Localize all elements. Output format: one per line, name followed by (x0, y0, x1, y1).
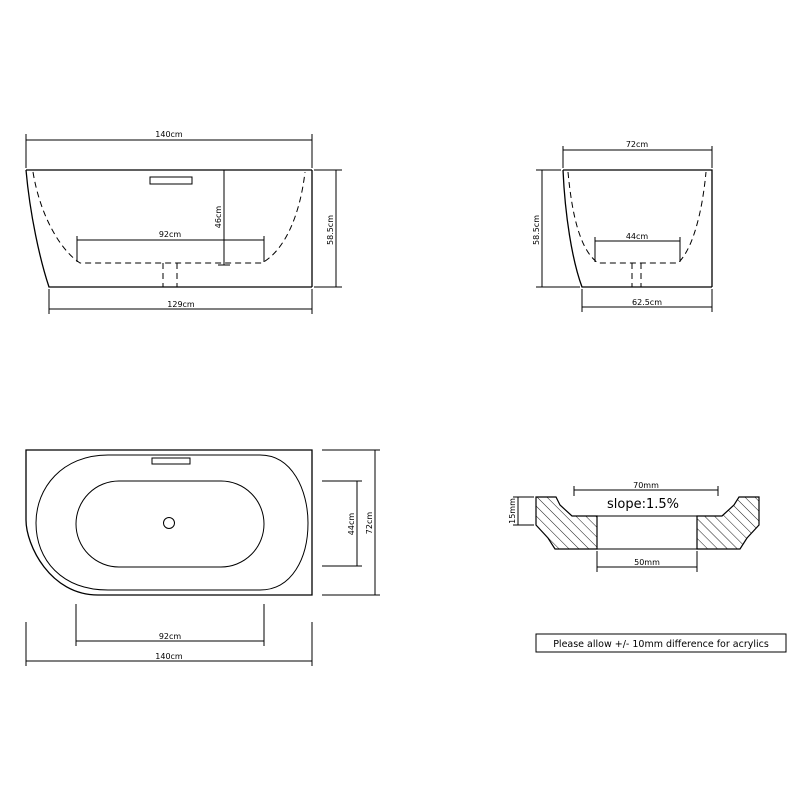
plan-inner-length-label: 92cm (159, 632, 182, 641)
drain-slope-label: slope:1.5% (607, 497, 679, 512)
drain-detail: 70mm slope:1.5% 50mm 15mm (508, 481, 760, 572)
plan-view: 44cm 72cm 92cm 140cm (25, 449, 380, 666)
side-depth-label: 46cm (214, 206, 223, 229)
plan-overall-width-label: 72cm (365, 512, 374, 535)
drain-thickness-label: 15mm (508, 498, 517, 524)
plan-inner-width-label: 44cm (347, 513, 356, 536)
end-overall-width-label: 72cm (626, 140, 649, 149)
side-height-label: 58.5cm (326, 215, 335, 245)
tolerance-note-text: Please allow +/- 10mm difference for acr… (553, 639, 769, 650)
end-base-width-label: 62.5cm (632, 298, 662, 307)
end-height-label: 58.5cm (532, 215, 541, 245)
drain-bottom-opening-label: 50mm (634, 558, 660, 567)
side-overall-length-label: 140cm (155, 130, 183, 139)
side-base-length-label: 129cm (167, 300, 195, 309)
end-inner-width-label: 44cm (626, 232, 649, 241)
drain-top-opening-label: 70mm (633, 481, 659, 490)
side-inner-length-label: 92cm (159, 230, 182, 239)
plan-overall-length-label: 140cm (155, 652, 183, 661)
side-view: 140cm 92cm 46cm 58.5cm 129cm (25, 130, 342, 314)
plan-overflow (151, 457, 191, 465)
drain-left-section (535, 496, 598, 550)
overflow-outlet (149, 176, 193, 185)
tolerance-note: Please allow +/- 10mm difference for acr… (535, 633, 787, 653)
drain-right-section (696, 496, 760, 550)
plan-inner-basin (75, 480, 265, 568)
drain-icon (163, 517, 175, 529)
end-view: 72cm 44cm 58.5cm 62.5cm (532, 140, 713, 312)
